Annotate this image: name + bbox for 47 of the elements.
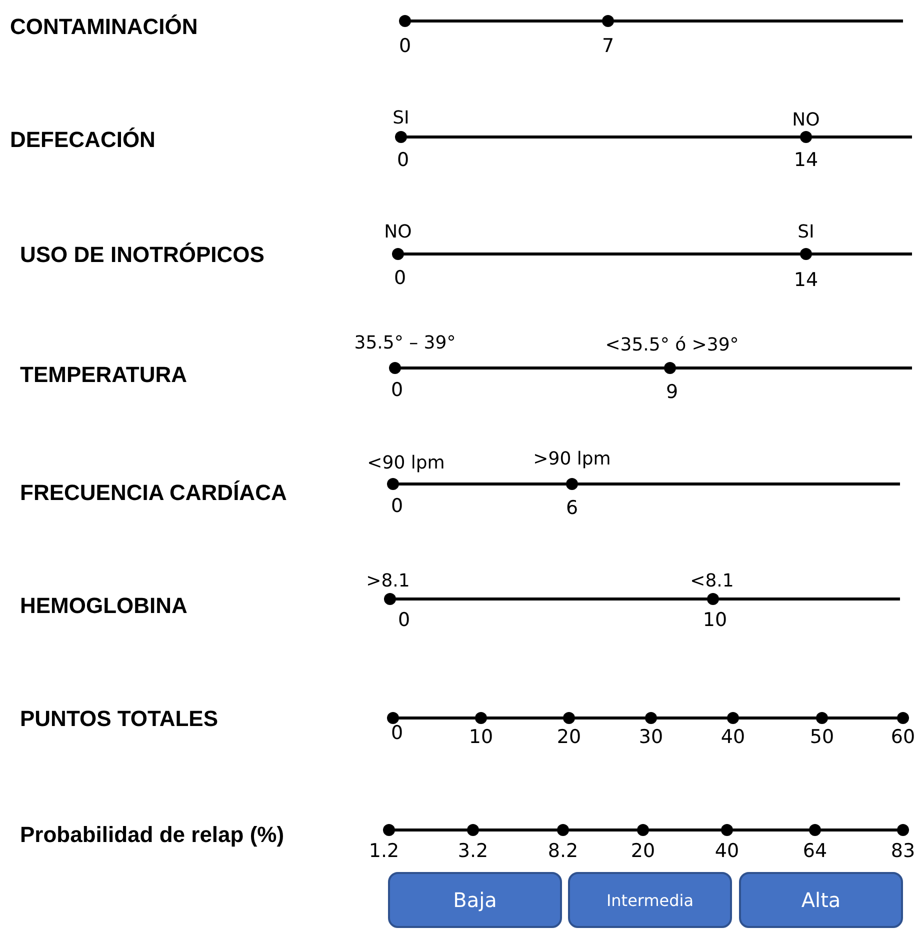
scale-title: USO DE INOTRÓPICOS xyxy=(20,242,264,268)
tick-label: 10 xyxy=(468,726,494,748)
tick-label: 30 xyxy=(638,726,664,748)
tick-label: 8.2 xyxy=(548,840,578,862)
value-label: 35.5° – 39° xyxy=(354,332,456,354)
tick-label: 0 xyxy=(394,267,406,289)
tick-label: 7 xyxy=(602,35,614,57)
tick-label: 14 xyxy=(794,269,818,291)
tick-label: 0 xyxy=(398,35,412,57)
risk-category-box: Intermedia xyxy=(568,872,732,928)
scale-title: CONTAMINACIÓN xyxy=(10,14,198,40)
value-label: SI xyxy=(392,108,410,128)
value-label: >90 lpm xyxy=(533,448,611,470)
value-label: <8.1 xyxy=(690,570,734,592)
tick-label: 40 xyxy=(720,726,746,748)
tick-label: 0 xyxy=(398,609,410,631)
value-label: SI xyxy=(798,222,814,242)
scale-title: Probabilidad de relap (%) xyxy=(20,822,284,848)
tick-label: 6 xyxy=(566,497,578,519)
tick-label: 0 xyxy=(396,149,410,171)
value-label: NO xyxy=(792,110,820,130)
tick-label: 1.2 xyxy=(368,840,400,862)
tick-label: 40 xyxy=(714,840,740,862)
tick-label: 0 xyxy=(390,722,404,744)
tick-label: 0 xyxy=(390,379,404,401)
scale-title: PUNTOS TOTALES xyxy=(20,706,218,732)
scale-title: DEFECACIÓN xyxy=(10,127,156,153)
tick-label: 20 xyxy=(630,840,656,862)
risk-category-box: Baja xyxy=(388,872,562,928)
value-label: <35.5° ó >39° xyxy=(605,334,739,356)
tick-label: 3.2 xyxy=(458,840,488,862)
value-label: <90 lpm xyxy=(367,452,445,474)
scale-title: TEMPERATURA xyxy=(20,362,188,388)
scale-title: HEMOGLOBINA xyxy=(20,593,188,619)
scale-title: FRECUENCIA CARDÍACA xyxy=(20,480,287,506)
tick-label: 60 xyxy=(890,726,916,748)
tick-label: 50 xyxy=(810,726,834,748)
tick-label: 83 xyxy=(890,840,916,862)
tick-label: 14 xyxy=(794,149,818,171)
risk-category-box: Alta xyxy=(739,872,903,928)
tick-label: 0 xyxy=(390,495,404,517)
tick-label: 64 xyxy=(802,840,828,862)
tick-label: 20 xyxy=(556,726,582,748)
value-label: NO xyxy=(384,222,412,242)
tick-label: 9 xyxy=(666,381,678,403)
tick-label: 10 xyxy=(702,609,728,631)
value-label: >8.1 xyxy=(366,570,410,592)
